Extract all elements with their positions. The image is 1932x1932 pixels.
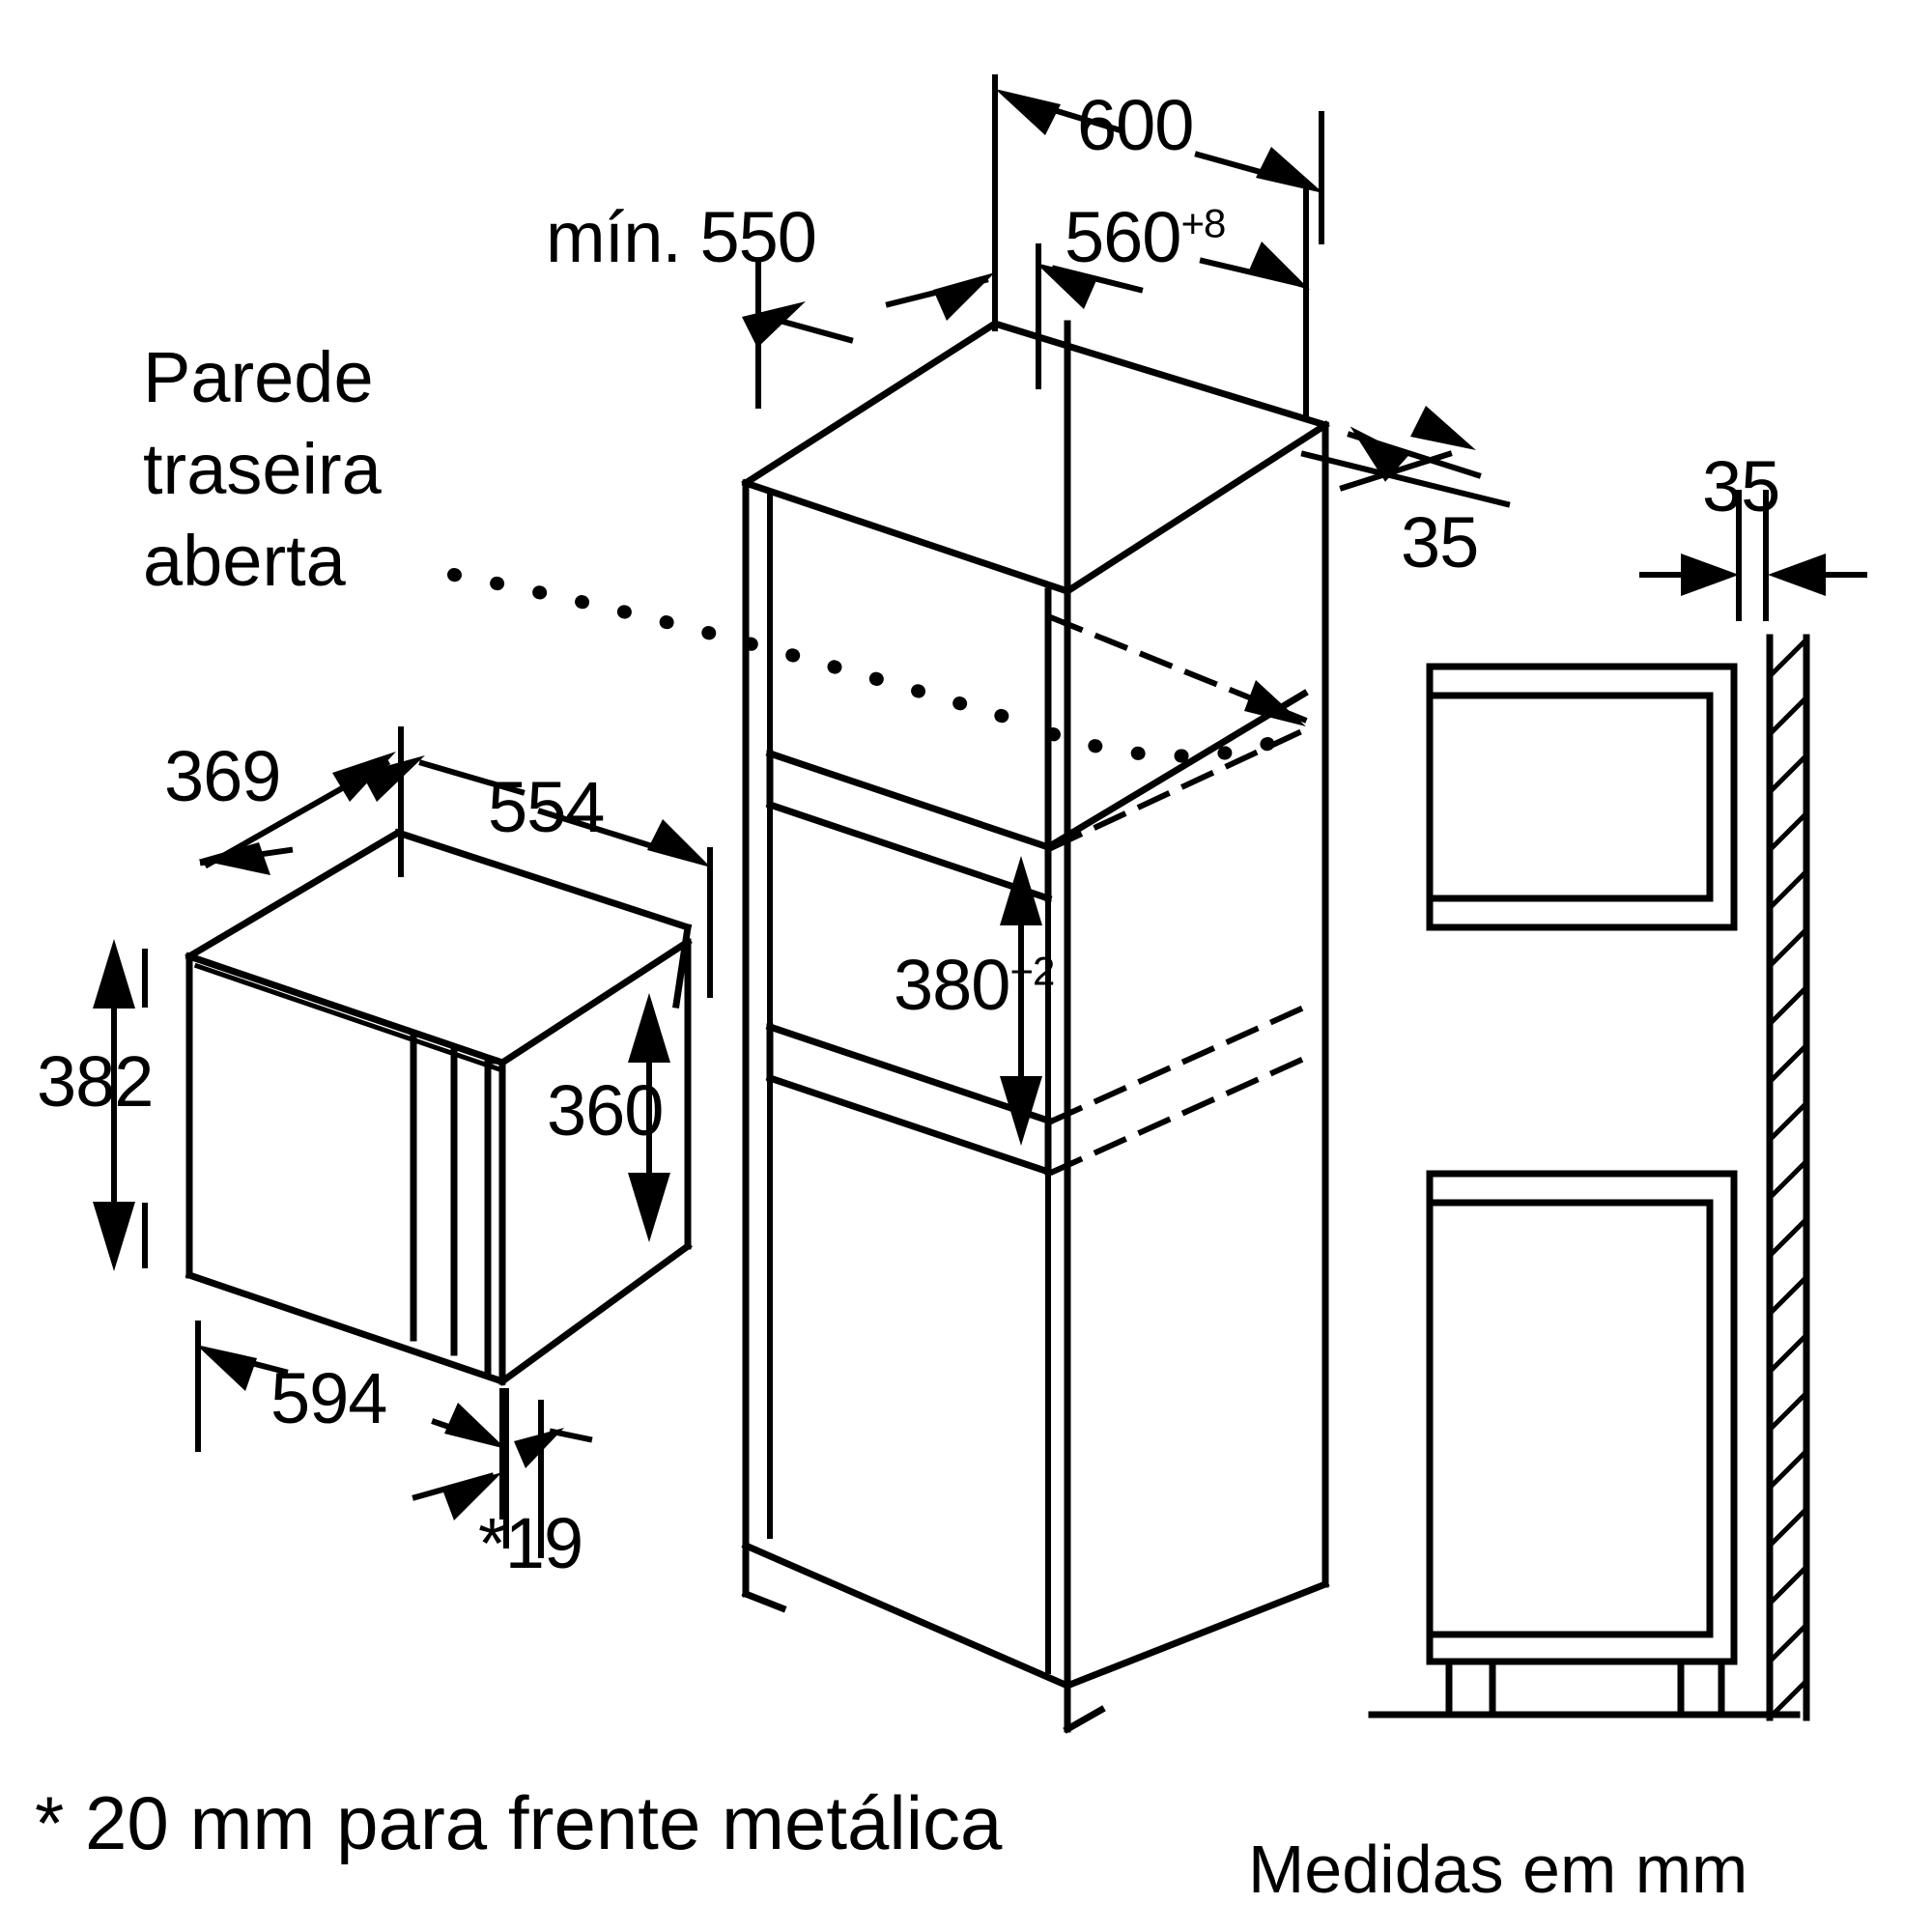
dimension-label-19: *19 [478, 1503, 583, 1583]
cabinet-plinth [741, 1542, 1106, 1734]
dimension-label-min-550: mín. 550 [546, 197, 817, 277]
dimension-19 [412, 1388, 593, 1558]
back-wall-dotted-leader [447, 568, 1301, 763]
sideview-upper-box [1426, 663, 1738, 931]
sideview-lower-box [1426, 1170, 1738, 1665]
arrowhead-back-wall-leader [1244, 680, 1306, 726]
dimension-35-wall [1639, 490, 1867, 621]
appliance-outline [185, 828, 693, 1386]
cabinet-depth-dashed-guides [1049, 614, 1310, 1176]
shelf-upper-depth-line [1043, 689, 1309, 852]
dimension-label-369: 369 [164, 736, 281, 816]
arrowhead-369-left [198, 842, 270, 875]
sideview-feet [1368, 1658, 1801, 1719]
leader-550-b [769, 315, 854, 344]
dimension-380-arrows [1000, 856, 1042, 1146]
arrowhead-35-cabinet-lower [1350, 426, 1408, 482]
dimension-label-600: 600 [1077, 85, 1194, 165]
footnote-metal-front: * 20 mm para frente metálica [35, 1780, 1003, 1865]
cabinet-shelf-upper [765, 587, 1053, 903]
arrowhead-600-right [1256, 147, 1323, 193]
arrowhead-550-left [742, 301, 806, 348]
dimension-label-35-cabinet: 35 [1401, 502, 1479, 582]
caption-units: Medidas em mm [1248, 1832, 1748, 1907]
arrowhead-550-right [933, 272, 995, 321]
leader-35-cabinet-b [1339, 450, 1453, 492]
arrowhead-600-left [995, 89, 1061, 135]
dimension-label-382: 382 [37, 1041, 154, 1122]
arrowhead-35-cabinet-upper [1410, 406, 1476, 450]
back-wall-note-line1: Parede [143, 337, 374, 417]
sideview-wall-hatch [1766, 636, 1810, 1721]
sideview-wall [1766, 634, 1810, 1721]
dimension-360 [628, 993, 670, 1242]
appliance-door-lines [410, 1030, 498, 1379]
cabinet-shelf-middle [765, 1022, 1053, 1177]
dimension-label-360: 360 [547, 1070, 664, 1151]
back-wall-note-line3: aberta [143, 521, 346, 601]
arrowhead-560-left [1036, 263, 1097, 309]
dimension-label-380: 380+2 [894, 945, 1055, 1025]
back-wall-note-line2: traseira [143, 429, 382, 509]
cabinet-outline [741, 319, 1330, 1690]
appliance-top-inner-line [193, 962, 506, 1074]
dimension-594 [195, 1321, 506, 1520]
dimension-382 [93, 939, 135, 1271]
dimension-label-35-wall: 35 [1702, 446, 1780, 526]
dimension-label-560: 560+8 [1065, 197, 1226, 277]
dim-line-35-cabinet [1300, 450, 1511, 508]
arrowhead-560-right [1248, 242, 1310, 290]
dimension-label-554: 554 [488, 767, 605, 847]
dimension-369 [203, 726, 526, 877]
dimension-label-594: 594 [270, 1358, 387, 1438]
dimension-554 [537, 808, 713, 998]
